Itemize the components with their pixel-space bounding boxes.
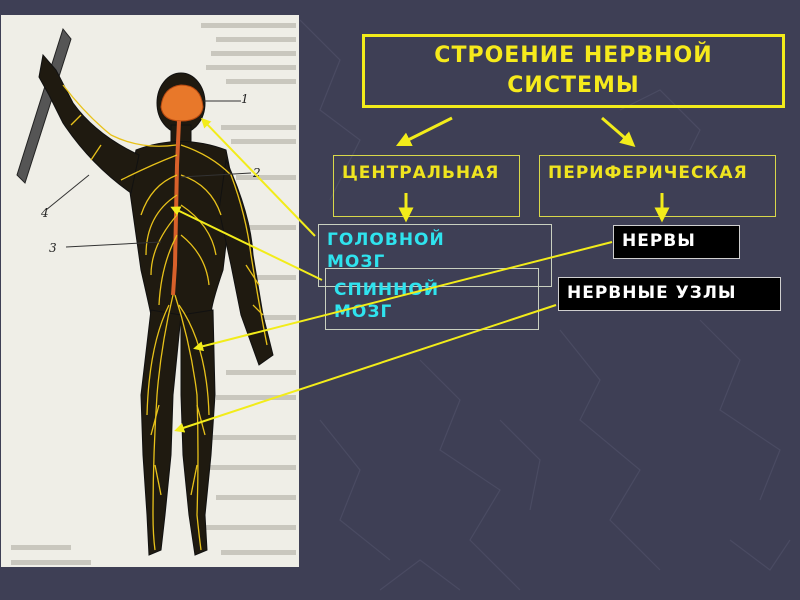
peripheral-label: ПЕРИФЕРИЧЕСКАЯ xyxy=(548,163,748,183)
nervous-system-figure: 1 2 3 4 xyxy=(1,15,299,567)
diagram-title: СТРОЕНИЕ НЕРВНОЙ СИСТЕМЫ xyxy=(362,34,785,108)
brain-shape xyxy=(160,84,204,122)
figure-label-4: 4 xyxy=(40,206,49,220)
ganglia-label: НЕРВНЫЕ УЗЛЫ xyxy=(567,283,737,303)
figure-label-2: 2 xyxy=(252,166,261,180)
peripheral-nervous-system-box: ПЕРИФЕРИЧЕСКАЯ xyxy=(539,155,776,217)
spinal-label: СПИННОЙ МОЗГ xyxy=(334,280,440,322)
ganglia-box: НЕРВНЫЕ УЗЛЫ xyxy=(558,277,781,311)
title-text: СТРОЕНИЕ НЕРВНОЙ СИСТЕМЫ xyxy=(434,43,713,98)
figure-label-1: 1 xyxy=(241,92,249,106)
central-nervous-system-box: ЦЕНТРАЛЬНАЯ xyxy=(333,155,520,217)
nerves-box: НЕРВЫ xyxy=(613,225,740,259)
brain-label: ГОЛОВНОЙ МОЗГ xyxy=(327,230,445,272)
human-figure-illustration: 1 2 3 4 xyxy=(11,23,296,565)
spinal-cord-box: СПИННОЙ МОЗГ xyxy=(325,268,539,330)
figure-label-3: 3 xyxy=(49,241,57,255)
nerves-label: НЕРВЫ xyxy=(622,231,696,251)
central-label: ЦЕНТРАЛЬНАЯ xyxy=(342,163,500,183)
